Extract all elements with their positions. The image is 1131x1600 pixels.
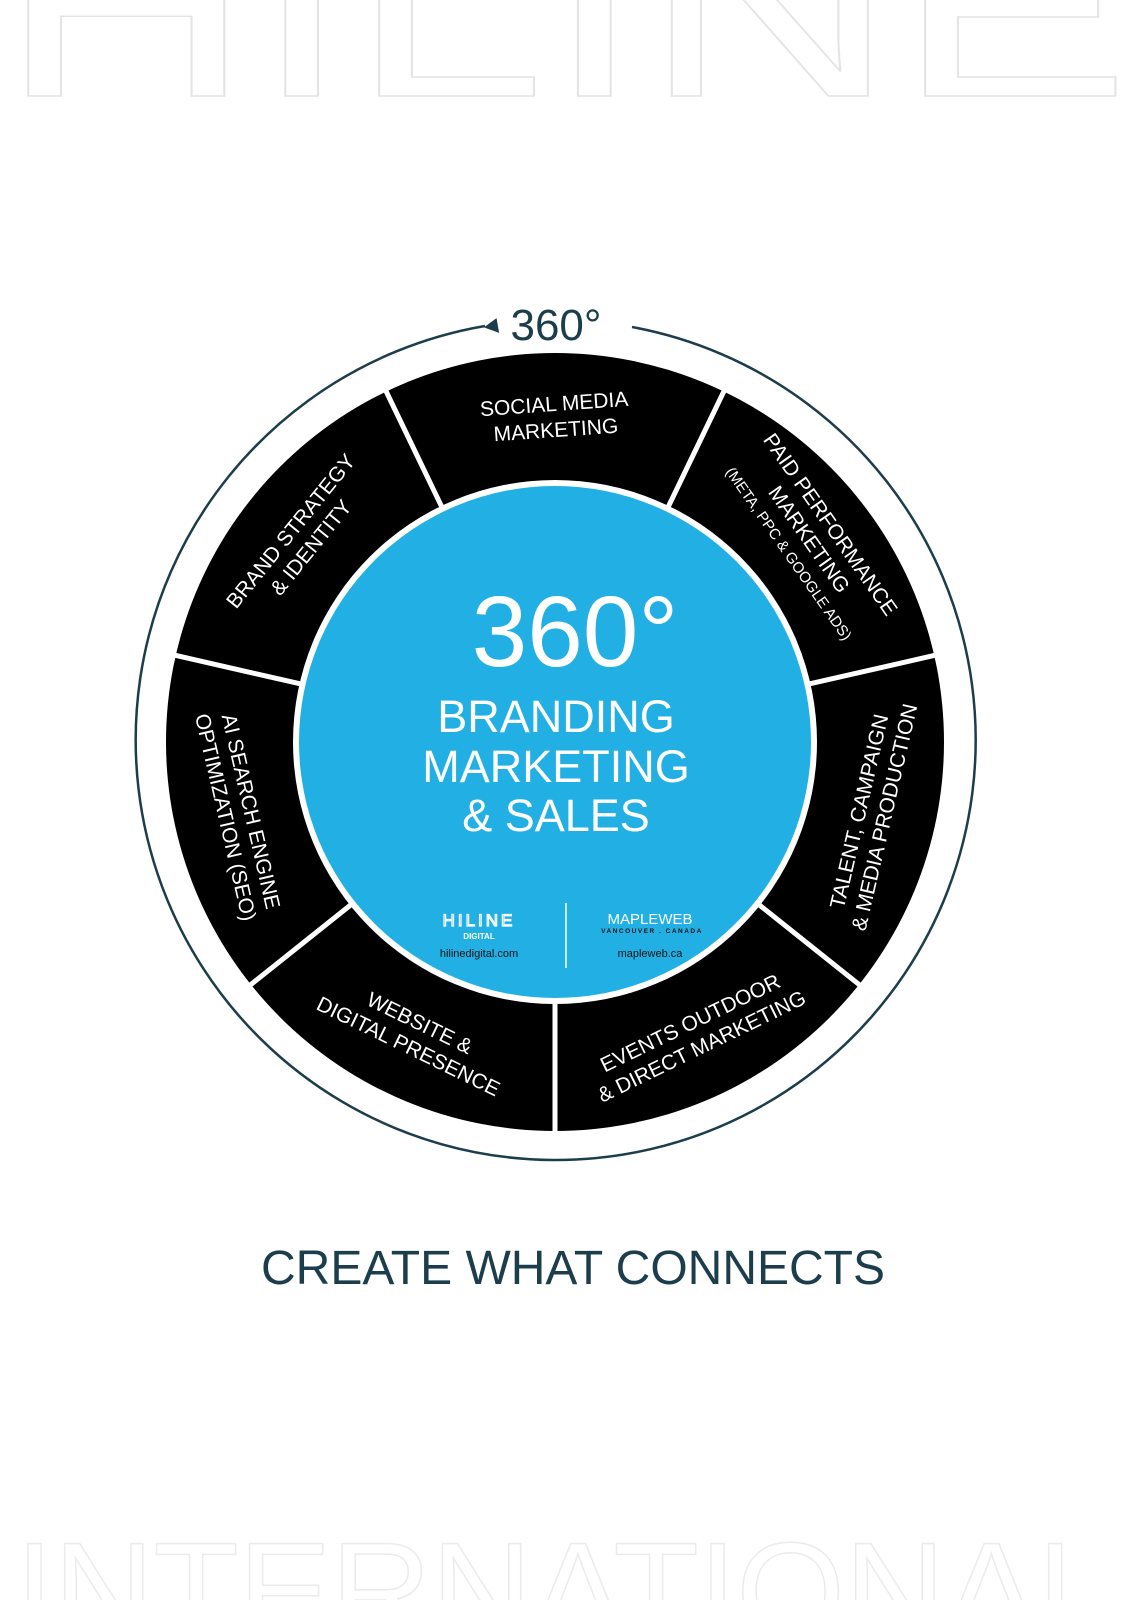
segment-divider: [381, 385, 449, 518]
watermark-top: HILINE: [0, 0, 1131, 149]
svg-text:VANCOUVER . CANADA: VANCOUVER . CANADA: [601, 928, 703, 935]
center-line-2: MARKETING: [422, 741, 690, 792]
hiline-url: hilinedigital.com: [440, 948, 518, 960]
segment-divider: [244, 895, 362, 991]
center-line-1: BRANDING: [437, 691, 675, 742]
center-line-3: & SALES: [462, 790, 650, 841]
segment-divider: [169, 651, 312, 689]
svg-text:DIGITAL: DIGITAL: [463, 932, 495, 941]
svg-text:HILINE: HILINE: [443, 911, 516, 930]
svg-text:MAPLEWEB: MAPLEWEB: [607, 911, 692, 928]
ring-title: 360°: [510, 301, 601, 350]
center-disc: [299, 486, 811, 998]
segment-divider: [798, 651, 941, 689]
arrow-head-icon: [483, 318, 500, 333]
outer-ring: [134, 324, 977, 1162]
segment-divider: [661, 385, 729, 518]
hiline-logo: HILINE DIGITAL hilinedigital.com: [440, 910, 518, 960]
segment-divider: [748, 895, 866, 991]
mapleweb-logo: MAPLEWEB VANCOUVER . CANADA mapleweb.ca: [601, 911, 703, 960]
tagline: CREATE WHAT CONNECTS: [261, 1242, 885, 1295]
watermark-bottom: INTERNATIONAL: [15, 1513, 1115, 1600]
center-big: 360°: [472, 576, 679, 688]
mapleweb-url: mapleweb.ca: [618, 948, 684, 960]
